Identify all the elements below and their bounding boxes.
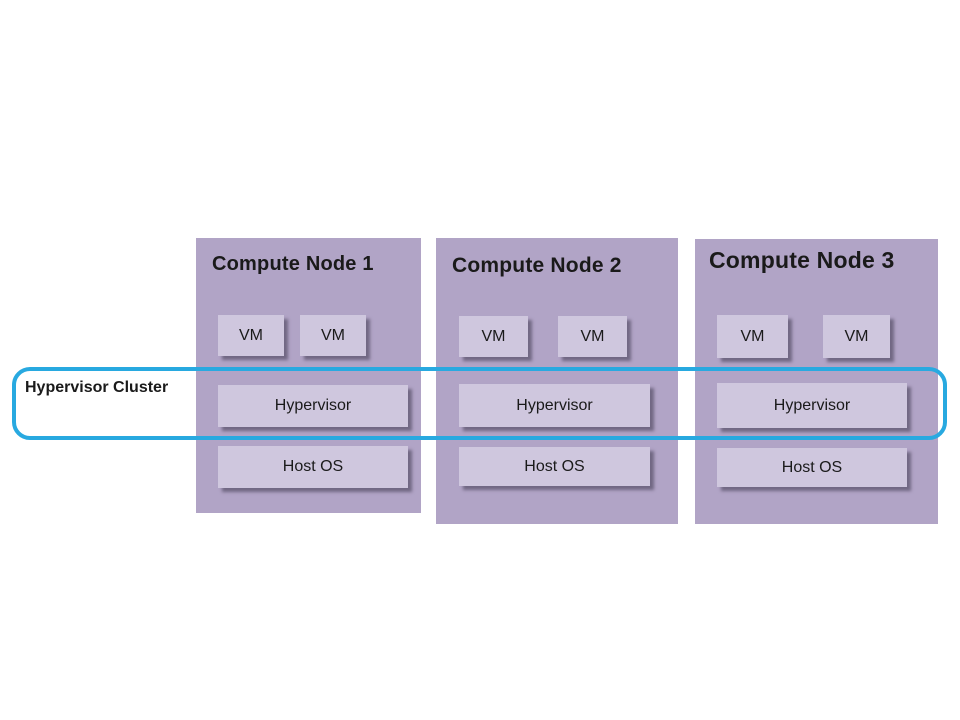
compute-node-2: Compute Node 2 VM VM Hypervisor Host OS [436, 238, 678, 524]
vm-box: VM [558, 316, 627, 357]
vm-box: VM [459, 316, 528, 357]
hypervisor-box: Hypervisor [218, 385, 408, 427]
compute-node-3: Compute Node 3 VM VM Hypervisor Host OS [695, 239, 938, 524]
host-os-box: Host OS [717, 448, 907, 487]
vm-box: VM [218, 315, 284, 356]
vm-box: VM [823, 315, 890, 358]
hypervisor-cluster-label: Hypervisor Cluster [25, 379, 169, 396]
hypervisor-box: Hypervisor [459, 384, 650, 427]
vm-box: VM [717, 315, 788, 358]
vm-box: VM [300, 315, 366, 356]
compute-node-1: Compute Node 1 VM VM Hypervisor Host OS [196, 238, 421, 513]
host-os-box: Host OS [459, 447, 650, 486]
hypervisor-cluster-outline [12, 367, 947, 440]
compute-node-2-title: Compute Node 2 [452, 254, 622, 277]
compute-node-3-title: Compute Node 3 [709, 247, 895, 273]
compute-node-1-title: Compute Node 1 [212, 253, 374, 275]
hypervisor-box: Hypervisor [717, 383, 907, 428]
host-os-box: Host OS [218, 446, 408, 488]
